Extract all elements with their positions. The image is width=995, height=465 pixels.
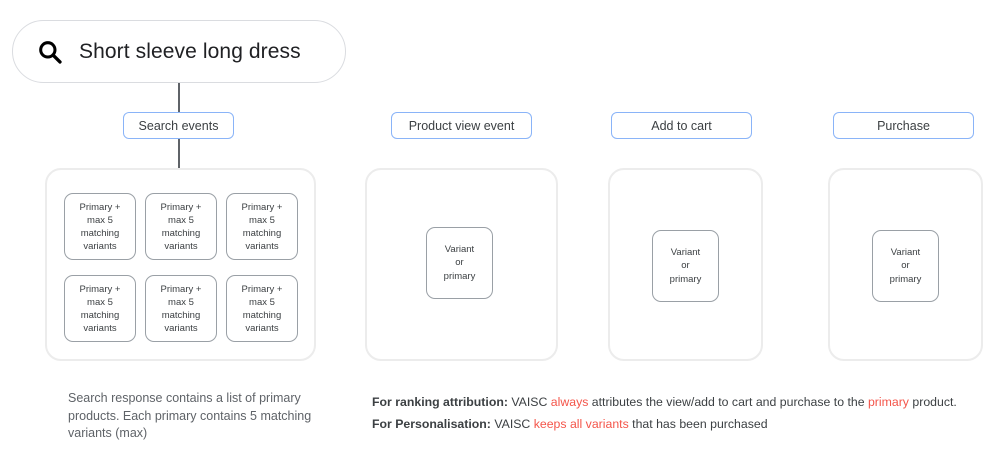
panel-add-to-cart: Variant or primary (608, 168, 763, 361)
caption-highlight-keeps-all-variants: keeps all variants (533, 417, 629, 431)
caption-attribution-notes: For ranking attribution: VAISC always at… (372, 391, 987, 435)
caption-highlight-primary: primary (867, 395, 909, 409)
caption-search-response: Search response contains a list of prima… (68, 391, 312, 440)
card-text: Primary + max 5 matching variants (79, 201, 121, 252)
caption-text-part: product. (908, 395, 957, 409)
stage-label-text: Purchase (877, 118, 930, 133)
caption-personalisation-row: For Personalisation: VAISC keeps all var… (372, 413, 987, 435)
card-primary-variants[interactable]: Primary + max 5 matching variants (64, 193, 136, 260)
panel-search-events: Primary + max 5 matching variants Primar… (45, 168, 316, 361)
caption-highlight-always: always (550, 395, 589, 409)
caption-personalisation-label: For Personalisation: (372, 417, 491, 431)
card-text: Variant or primary (889, 246, 922, 285)
panel-product-view-event: Variant or primary (365, 168, 558, 361)
card-primary-variants[interactable]: Primary + max 5 matching variants (64, 275, 136, 342)
card-text: Variant or primary (443, 243, 476, 282)
card-text: Variant or primary (669, 246, 702, 285)
card-text: Primary + max 5 matching variants (79, 283, 121, 334)
search-query-text: Short sleeve long dress (79, 39, 301, 63)
stage-label-text: Add to cart (651, 118, 712, 133)
card-primary-variants[interactable]: Primary + max 5 matching variants (226, 275, 298, 342)
card-variant-or-primary[interactable]: Variant or primary (872, 230, 939, 302)
connector-search-to-label (178, 83, 180, 114)
card-text: Primary + max 5 matching variants (241, 283, 283, 334)
card-variant-or-primary[interactable]: Variant or primary (426, 227, 493, 299)
caption-ranking-attribution-row: For ranking attribution: VAISC always at… (372, 391, 987, 413)
panel-purchase: Variant or primary (828, 168, 983, 361)
caption-text-part: attributes the view/add to cart and purc… (588, 395, 868, 409)
stage-label-purchase[interactable]: Purchase (833, 112, 974, 139)
stage-label-text: Product view event (408, 118, 515, 133)
stage-label-search-events[interactable]: Search events (123, 112, 234, 139)
stage-label-text: Search events (138, 118, 219, 133)
search-icon (39, 40, 62, 64)
stage-label-add-to-cart[interactable]: Add to cart (611, 112, 752, 139)
caption-text-part: VAISC (490, 417, 534, 431)
card-text: Primary + max 5 matching variants (241, 201, 283, 252)
card-primary-variants[interactable]: Primary + max 5 matching variants (226, 193, 298, 260)
caption-text-part: that has been purchased (628, 417, 768, 431)
card-variant-or-primary[interactable]: Variant or primary (652, 230, 719, 302)
card-primary-variants[interactable]: Primary + max 5 matching variants (145, 275, 217, 342)
search-bar[interactable]: Short sleeve long dress (12, 20, 346, 83)
caption-ranking-attribution-label: For ranking attribution: (372, 395, 508, 409)
stage-label-product-view-event[interactable]: Product view event (391, 112, 532, 139)
card-text: Primary + max 5 matching variants (160, 283, 202, 334)
caption-text-part: VAISC (507, 395, 551, 409)
card-primary-variants[interactable]: Primary + max 5 matching variants (145, 193, 217, 260)
connector-label-to-panel (178, 139, 180, 169)
card-text: Primary + max 5 matching variants (160, 201, 202, 252)
